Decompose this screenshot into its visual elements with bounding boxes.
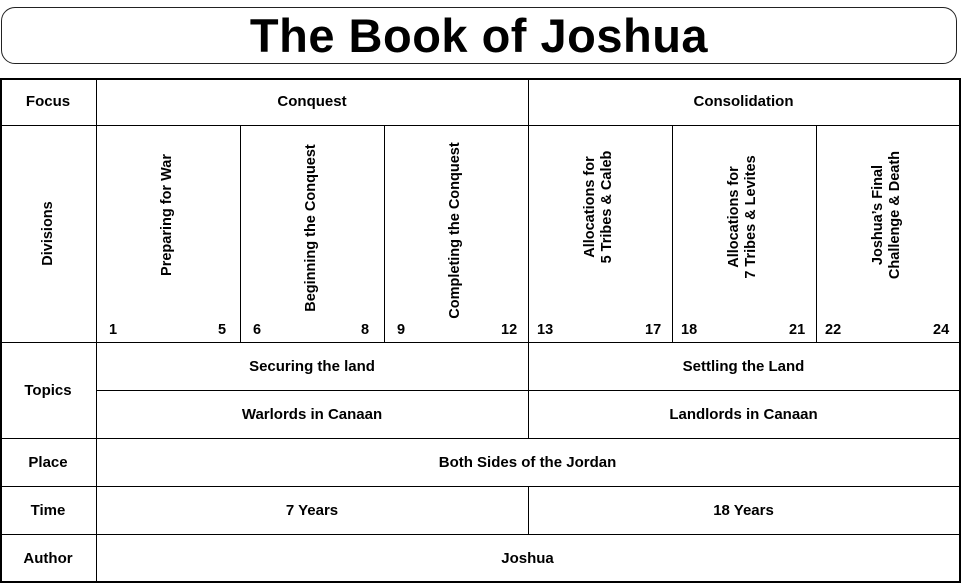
grid-top-border (0, 78, 961, 80)
division-4-line-2: 5 Tribes & Caleb (599, 150, 615, 264)
page-title: The Book of Joshua (249, 9, 709, 62)
division-2-title: Beginning the Conquest (302, 128, 320, 328)
grid-vline-div-3 (384, 125, 385, 342)
grid-hline-time (0, 534, 961, 535)
division-1-end: 5 (218, 322, 227, 338)
title-banner: The Book of Joshua (1, 7, 957, 64)
grid-vline-div-6 (816, 125, 817, 342)
division-2-end: 8 (361, 322, 370, 338)
author-value: Joshua (501, 549, 554, 567)
division-6-end: 24 (933, 322, 950, 338)
division-5-start: 18 (681, 322, 698, 338)
row-label-place: Place (28, 453, 68, 471)
topic-settling: Settling the Land (682, 357, 805, 375)
division-3-title: Completing the Conquest (446, 128, 464, 333)
topic-securing: Securing the land (249, 357, 375, 375)
grid-hline-place (0, 486, 961, 487)
time-consolidation: 18 Years (713, 501, 774, 519)
grid-vline-div-5 (672, 125, 673, 342)
division-1-title: Preparing for War (158, 125, 176, 305)
grid-vline-half-top (528, 78, 529, 438)
division-1-start: 1 (109, 322, 118, 338)
grid-left-border (0, 78, 2, 583)
grid-hline-topics (0, 438, 961, 439)
division-4-end: 17 (645, 322, 662, 338)
division-3-start: 9 (397, 322, 406, 338)
division-4-line-1: Allocations for (582, 156, 598, 258)
division-6-start: 22 (825, 322, 842, 338)
division-4-start: 13 (537, 322, 554, 338)
division-6-title: Joshua’s Final Challenge & Death (869, 125, 905, 305)
focus-conquest: Conquest (277, 93, 347, 110)
division-5-line-1: Allocations for (726, 166, 742, 268)
grid-hline-focus (0, 125, 961, 126)
row-label-time: Time (30, 501, 66, 519)
survey-chart: Focus Divisions Topics Place Time Author… (0, 78, 961, 583)
time-conquest: 7 Years (285, 501, 339, 519)
grid-vline-half-time (528, 486, 529, 534)
place-value: Both Sides of the Jordan (438, 453, 617, 471)
row-label-focus: Focus (25, 93, 71, 110)
grid-bottom-border (0, 581, 961, 583)
division-5-line-2: 7 Tribes & Levites (743, 155, 759, 279)
division-2-start: 6 (253, 322, 262, 338)
division-6-line-1: Joshua’s Final (870, 164, 886, 266)
division-2-line-1: Beginning the Conquest (302, 144, 319, 312)
topic-warlords: Warlords in Canaan (241, 405, 383, 423)
row-label-topics: Topics (24, 381, 72, 399)
grid-right-border (959, 78, 961, 583)
division-1-line-1: Preparing for War (158, 154, 175, 276)
division-6-line-2: Challenge & Death (887, 150, 903, 280)
focus-consolidation: Consolidation (693, 93, 794, 110)
row-label-author: Author (23, 549, 73, 567)
division-3-line-1: Completing the Conquest (446, 142, 463, 319)
division-5-title: Allocations for 7 Tribes & Levites (725, 132, 761, 302)
row-label-divisions: Divisions (39, 201, 56, 266)
grid-vline-div-2 (240, 125, 241, 342)
grid-hline-divisions (0, 342, 961, 343)
division-3-end: 12 (501, 322, 518, 338)
grid-label-divider (96, 78, 97, 583)
topic-landlords: Landlords in Canaan (669, 405, 818, 423)
division-5-end: 21 (789, 322, 806, 338)
division-4-title: Allocations for 5 Tribes & Caleb (581, 122, 617, 292)
